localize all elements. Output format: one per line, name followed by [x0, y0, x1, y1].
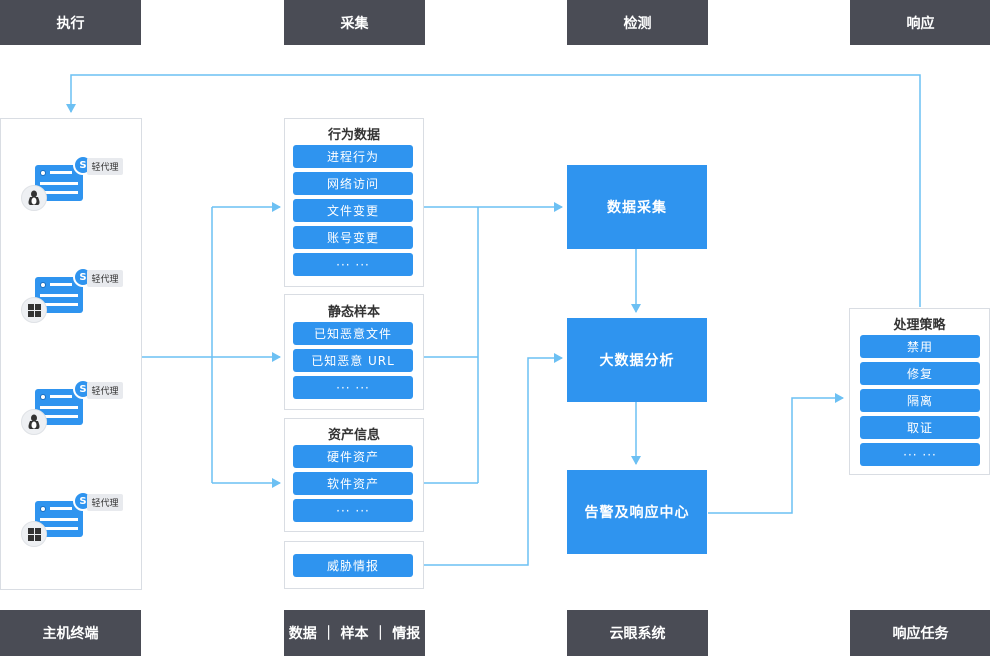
behavior-item: 进程行为: [293, 145, 413, 168]
agent-linux-2: S 轻代理: [21, 379, 123, 479]
behavior-title: 行为数据: [327, 128, 380, 143]
server-icon: [35, 277, 83, 313]
linux-icon: [21, 185, 47, 211]
threat-intel-item: 威胁情报: [293, 554, 413, 577]
windows-icon: [21, 521, 47, 547]
agent-tag: 轻代理: [87, 494, 123, 511]
data-collect-box: 数据采集: [567, 165, 707, 249]
asset-item: 软件资产: [293, 472, 413, 495]
static-item: 已知恶意 URL: [293, 349, 413, 372]
threat-intel-panel: 威胁情报: [284, 541, 424, 589]
static-item: 已知恶意文件: [293, 322, 413, 345]
intel-out: [424, 353, 563, 566]
asset-title: 资产信息: [327, 428, 380, 443]
behavior-item: 网络访问: [293, 172, 413, 195]
agent-tag: 轻代理: [87, 270, 123, 287]
static-panel: 静态样本 已知恶意文件 已知恶意 URL ··· ···: [284, 294, 424, 410]
behavior-item: ··· ···: [293, 253, 413, 276]
footer-yunyan: 云眼系统: [567, 610, 708, 656]
asset-panel: 资产信息 硬件资产 软件资产 ··· ···: [284, 418, 424, 532]
agent-windows-1: S 轻代理: [21, 267, 123, 367]
agent-windows-2: S 轻代理: [21, 491, 123, 591]
header-collect: 采集: [284, 0, 425, 45]
big-data-analysis-box: 大数据分析: [567, 318, 707, 402]
static-item: ··· ···: [293, 376, 413, 399]
footer-tasks: 响应任务: [850, 610, 990, 656]
asset-item: ··· ···: [293, 499, 413, 522]
static-title: 静态样本: [327, 305, 380, 320]
header-exec: 执行: [0, 0, 141, 45]
host-panel: S 轻代理 S 轻代理 S 轻代理: [0, 118, 142, 590]
alert-to-strategy: [708, 393, 844, 514]
strategy-panel: 处理策略 禁用 修复 隔离 取证 ··· ···: [849, 308, 990, 475]
asset-item: 硬件资产: [293, 445, 413, 468]
linux-icon: [21, 409, 47, 435]
footer-data: 数据 ｜ 样本 ｜ 情报: [284, 610, 425, 656]
strategy-item: 修复: [860, 362, 980, 385]
behavior-item: 文件变更: [293, 199, 413, 222]
agent-tag: 轻代理: [87, 158, 123, 175]
header-detect: 检测: [567, 0, 708, 45]
strategy-item: 取证: [860, 416, 980, 439]
behavior-item: 账号变更: [293, 226, 413, 249]
behavior-panel: 行为数据 进程行为 网络访问 文件变更 账号变更 ··· ···: [284, 118, 424, 287]
strategy-item: 隔离: [860, 389, 980, 412]
strategy-item: 禁用: [860, 335, 980, 358]
strategy-item: ··· ···: [860, 443, 980, 466]
agent-linux-1: S 轻代理: [21, 155, 123, 255]
header-respond: 响应: [850, 0, 990, 45]
feedback-line: [66, 74, 921, 307]
footer-hosts: 主机终端: [0, 610, 141, 656]
alert-response-center-box: 告警及响应中心: [567, 470, 707, 554]
agent-tag: 轻代理: [87, 382, 123, 399]
windows-icon: [21, 297, 47, 323]
strategy-title: 处理策略: [893, 318, 946, 333]
